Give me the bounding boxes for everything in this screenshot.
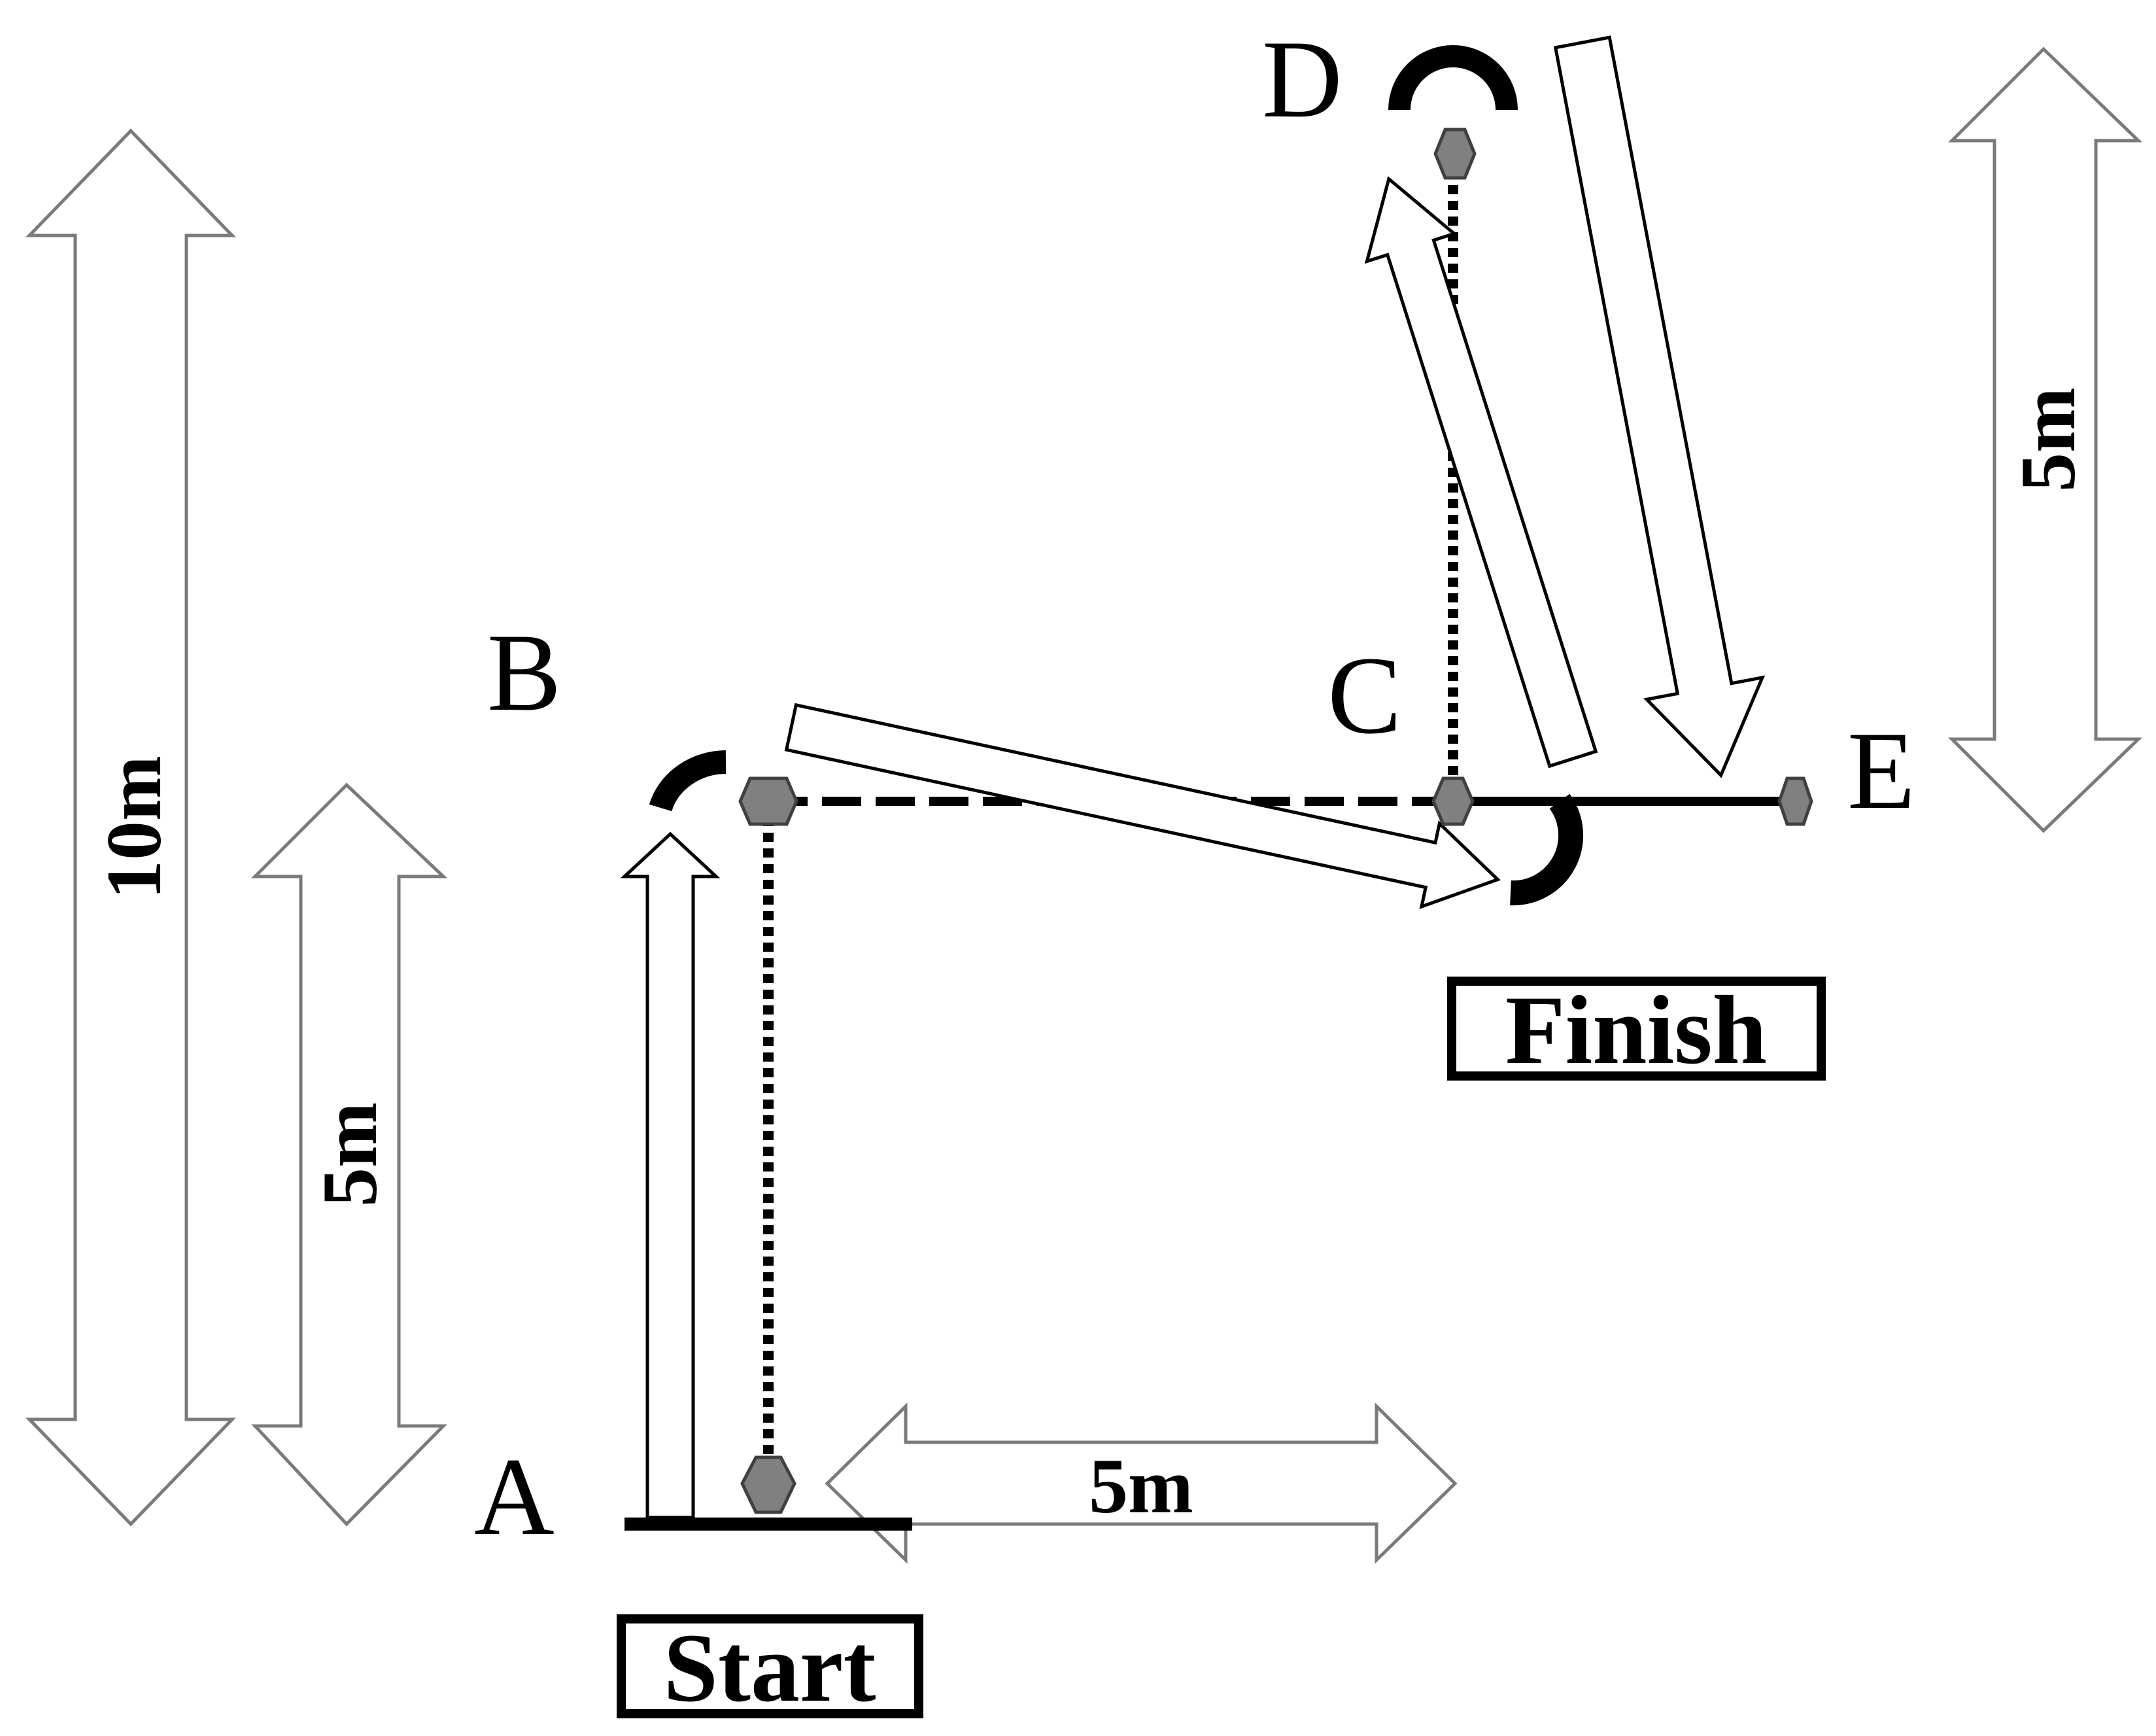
point-label-e: E (1847, 709, 1915, 832)
marker-b (738, 776, 798, 826)
dimension-arrow-10m: 10m (26, 128, 236, 1527)
movement-arrow-b-to-c (784, 703, 1501, 909)
marker-e (1777, 776, 1813, 826)
cone-b (649, 750, 727, 812)
point-label-d: D (1262, 18, 1343, 141)
dimension-arrow-5m-bottom: 5m (825, 1402, 1458, 1564)
point-label-a: A (474, 1435, 555, 1558)
point-label-c: C (1327, 634, 1401, 757)
dimension-label-5m-bottom: 5m (1089, 1442, 1193, 1529)
dimension-label-10m: 10m (90, 755, 177, 899)
marker-a (740, 1455, 796, 1514)
dimension-arrow-5m-left: 5m (250, 782, 448, 1527)
dimension-label-5m-left: 5m (306, 1102, 393, 1207)
marker-d (1433, 128, 1477, 180)
dimension-label-5m-right: 5m (2004, 387, 2091, 492)
start-label: Start (664, 1614, 876, 1722)
point-label-b: B (487, 611, 561, 734)
finish-box: Finish (1447, 976, 1826, 1085)
cone-finish (1510, 793, 1584, 906)
start-box: Start (617, 1614, 923, 1722)
movement-arrow-c-to-d (1364, 176, 1598, 769)
cone-d (1388, 45, 1518, 111)
movement-arrow-d-to-e (1553, 35, 1766, 778)
dimension-arrow-5m-right: 5m (1947, 46, 2143, 833)
movement-arrow-a-to-b (620, 831, 721, 1519)
finish-label: Finish (1505, 976, 1767, 1085)
marker-c (1431, 776, 1475, 826)
